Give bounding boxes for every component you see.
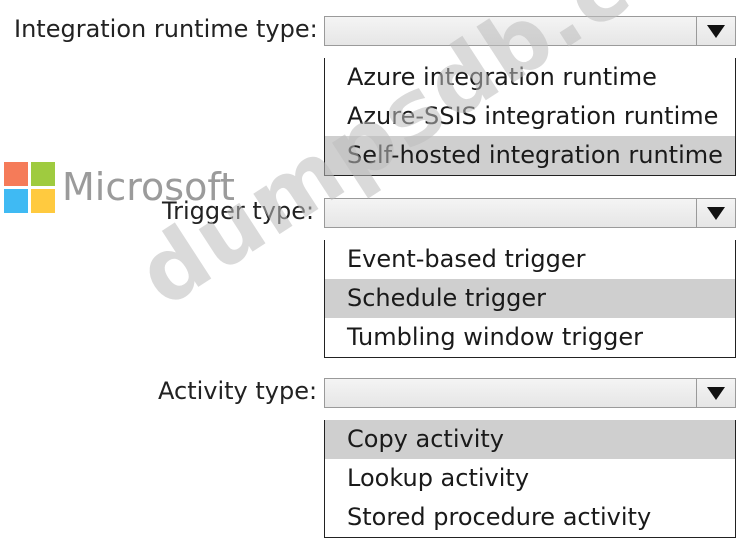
option-copy-activity[interactable]: Copy activity [325, 420, 735, 459]
option-stored-procedure-activity[interactable]: Stored procedure activity [347, 503, 652, 531]
integration-runtime-type-select[interactable] [324, 16, 736, 46]
microsoft-logo-icon [4, 162, 56, 214]
logo-square-blue [4, 189, 28, 213]
microsoft-watermark-text: Microsoft [62, 165, 235, 209]
integration-runtime-type-label: Integration runtime type: [14, 15, 318, 43]
trigger-type-options: Event-based trigger Schedule trigger Tum… [324, 240, 736, 358]
logo-square-yellow [31, 189, 55, 213]
triangle-down-icon [707, 207, 725, 220]
option-self-hosted-integration-runtime[interactable]: Self-hosted integration runtime [325, 136, 735, 175]
option-azure-integration-runtime[interactable]: Azure integration runtime [347, 63, 657, 91]
activity-dropdown-button[interactable] [696, 379, 735, 407]
integration-runtime-options: Azure integration runtime Azure-SSIS int… [324, 58, 736, 176]
activity-type-label: Activity type: [158, 377, 318, 405]
triangle-down-icon [707, 387, 725, 400]
option-tumbling-window-trigger[interactable]: Tumbling window trigger [347, 323, 643, 351]
option-lookup-activity[interactable]: Lookup activity [347, 464, 530, 492]
trigger-type-label: Trigger type: [162, 197, 315, 225]
logo-square-green [31, 162, 55, 186]
trigger-dropdown-button[interactable] [696, 199, 735, 227]
trigger-type-select[interactable] [324, 198, 736, 228]
option-azure-ssis-integration-runtime[interactable]: Azure-SSIS integration runtime [347, 102, 719, 130]
triangle-down-icon [707, 25, 725, 38]
option-event-based-trigger[interactable]: Event-based trigger [347, 245, 586, 273]
activity-type-select[interactable] [324, 378, 736, 408]
logo-square-red [4, 162, 28, 186]
option-schedule-trigger[interactable]: Schedule trigger [325, 279, 735, 318]
integration-runtime-dropdown-button[interactable] [696, 17, 735, 45]
activity-type-options: Copy activity Lookup activity Stored pro… [324, 420, 736, 538]
